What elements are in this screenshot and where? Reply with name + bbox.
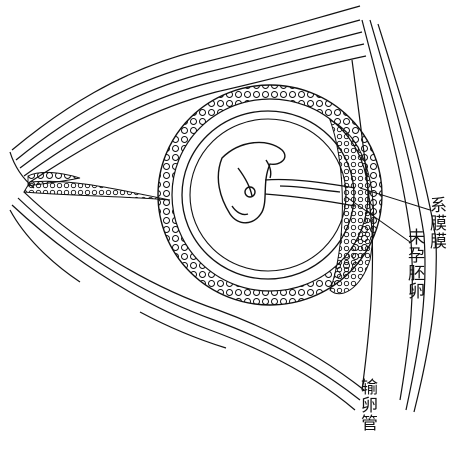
label-2: 未孕胚卵 bbox=[404, 228, 423, 300]
label-1: 系膜膜 bbox=[426, 196, 445, 250]
label-3: 输卵管 bbox=[357, 378, 376, 432]
cleft-lining bbox=[24, 181, 170, 200]
